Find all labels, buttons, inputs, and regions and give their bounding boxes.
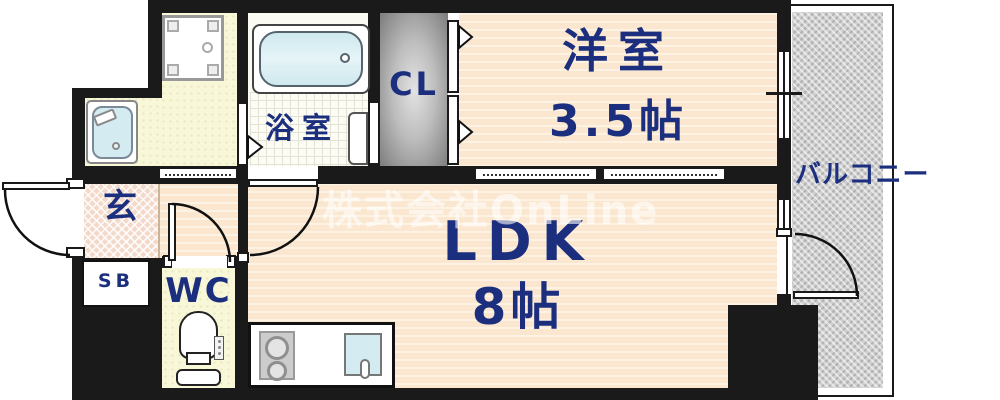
toilet-tank bbox=[176, 369, 221, 386]
shoe-box bbox=[82, 260, 150, 307]
entrance-jamb-bottom bbox=[66, 247, 85, 258]
entrance-label: 玄 bbox=[103, 187, 137, 227]
top-wall bbox=[148, 0, 791, 13]
closet-bifold-door-top bbox=[447, 20, 459, 93]
bathroom-door-panel bbox=[348, 112, 368, 165]
balcony-door-leaf bbox=[793, 291, 859, 299]
toilet-bowl bbox=[179, 311, 218, 359]
entrance-step-edge bbox=[158, 178, 160, 260]
sliding-door-track bbox=[164, 173, 232, 176]
stove-burner bbox=[265, 336, 289, 360]
sliding-door-track bbox=[483, 174, 589, 176]
balcony-floor bbox=[792, 12, 883, 388]
stove-burner bbox=[267, 361, 287, 381]
entrance-floor bbox=[84, 178, 160, 260]
washroom-step-wall bbox=[72, 88, 162, 98]
washbasin bbox=[86, 100, 138, 164]
window-tick-mark bbox=[766, 92, 802, 95]
wc-label: WC bbox=[165, 271, 232, 311]
toilet-control-panel bbox=[214, 336, 224, 360]
sliding-door-track bbox=[611, 174, 717, 176]
bathtub bbox=[252, 24, 370, 94]
left-wall-upper bbox=[72, 96, 85, 184]
kitchen-sink bbox=[344, 333, 382, 379]
ldk-size-label: 8帖 bbox=[471, 278, 565, 336]
western-room-size-label: 3.5帖 bbox=[549, 96, 687, 147]
sink-faucet bbox=[360, 359, 370, 379]
washer-left-wall bbox=[148, 0, 162, 96]
wc-door-leaf bbox=[168, 203, 176, 261]
bathroom-closet-door-strip bbox=[369, 102, 379, 164]
right-wall-mid bbox=[777, 138, 791, 202]
ldk-label: LDK bbox=[442, 210, 594, 273]
kitchen-counter bbox=[248, 322, 395, 388]
pan-drain bbox=[202, 42, 213, 53]
western-room-label: 洋室 bbox=[562, 24, 674, 78]
pan-corner bbox=[167, 20, 179, 32]
wc-jamb-right bbox=[226, 255, 236, 268]
bathtub-drain bbox=[340, 53, 350, 63]
ldk-corner-pillar bbox=[728, 305, 818, 400]
control-dot bbox=[218, 346, 221, 349]
wc-door-opening bbox=[172, 256, 227, 268]
right-wall-top bbox=[777, 13, 791, 52]
stove bbox=[259, 331, 295, 381]
wc-floor bbox=[162, 268, 235, 388]
western-room-window bbox=[777, 50, 791, 140]
toilet-seat bbox=[186, 352, 211, 365]
pan-corner bbox=[207, 20, 219, 32]
closet-bifold-door-bottom bbox=[447, 95, 459, 165]
watermark: 株式会社OnLine bbox=[322, 188, 660, 234]
washing-machine-pan bbox=[162, 15, 224, 81]
hallway-ldk-wall bbox=[238, 184, 248, 252]
washroom-sliding-door bbox=[158, 167, 238, 180]
entrance-door-leaf bbox=[2, 182, 70, 190]
washbasin-drain bbox=[112, 142, 120, 150]
ldk-door-opening bbox=[248, 166, 318, 180]
control-dot bbox=[218, 340, 221, 343]
bottom-wall bbox=[162, 388, 818, 400]
pan-corner bbox=[207, 64, 219, 76]
control-dot bbox=[218, 352, 221, 355]
western-room-floor bbox=[459, 13, 777, 166]
entrance-door-arc bbox=[3, 189, 71, 257]
western-sliding-door-right bbox=[602, 167, 726, 181]
ldk-window bbox=[777, 198, 791, 230]
hall-wall-endcap bbox=[237, 252, 249, 263]
wc-right-wall bbox=[235, 256, 248, 400]
ldk-door-leaf bbox=[248, 179, 318, 187]
shoe-box-label: SB bbox=[97, 270, 135, 292]
pan-corner bbox=[167, 64, 179, 76]
bathroom-label: 浴室 bbox=[264, 111, 339, 145]
washroom-bathroom-wall bbox=[237, 0, 248, 102]
western-sliding-door-left bbox=[474, 167, 598, 181]
right-wall-bottom bbox=[777, 294, 791, 392]
closet-label: CL bbox=[389, 65, 439, 103]
balcony-label: バルコニー bbox=[795, 160, 930, 190]
closet-floor bbox=[380, 13, 448, 167]
